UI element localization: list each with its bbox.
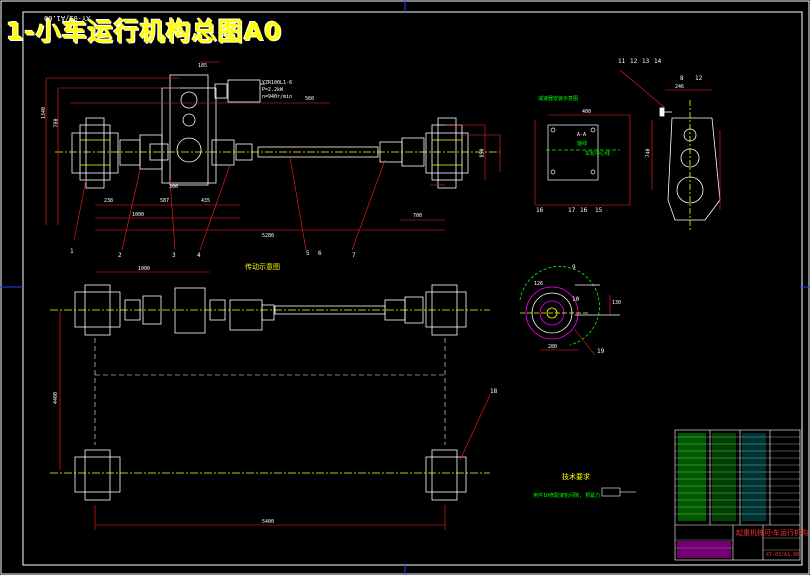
reducer-plan-dims: [534, 114, 631, 206]
part-num-16: 16: [536, 207, 544, 214]
title-block-fill: [677, 433, 766, 558]
tech-req-note: 用件10修配滚轮间隙, 预紧力: [533, 493, 601, 499]
part-num-2: 2: [118, 252, 122, 259]
dim-780: 780: [53, 118, 60, 128]
transmission-schematic: [50, 284, 490, 336]
wheel-centerline-note: 车轮中心线: [585, 151, 611, 157]
dim-238: 238: [104, 198, 114, 204]
part-num-5: 5: [306, 250, 310, 257]
bottom-dim: [94, 394, 491, 530]
tech-req-symbol: [601, 487, 636, 497]
dim-4400: 4400: [53, 391, 60, 405]
dim-185: 185: [198, 63, 208, 69]
title-block-company: 起重机械厂: [736, 529, 771, 537]
part-num-4: 4: [197, 252, 201, 259]
part-num-8: 8: [680, 75, 684, 82]
dim-400: 400: [582, 109, 592, 115]
part-num-6: 6: [318, 250, 322, 257]
part-num-13: 13: [642, 58, 650, 65]
dim-740: 740: [645, 148, 652, 158]
schematic-dim: [59, 271, 210, 470]
dim-560: 560: [305, 96, 315, 102]
title-block-drawing-name: 小车运行机构: [766, 529, 808, 537]
dim-850: 850: [479, 148, 486, 158]
part-num-7: 7: [352, 252, 356, 259]
wheel-detail-view: [519, 266, 620, 346]
part-num-14: 14: [654, 58, 662, 65]
dim-1000: 1000: [132, 212, 145, 218]
drive-train-elevation: [55, 74, 500, 189]
trolley-frame-outline: [94, 338, 446, 445]
part-num-18: 18: [490, 388, 498, 395]
axis-note: 轴线: [577, 141, 588, 147]
drawing-title: 1-小车运行机构总图A0: [6, 17, 283, 46]
stamp-code: XY-03/A1.00: [44, 14, 91, 22]
dim-700: 700: [413, 213, 423, 219]
dim-130: 130: [612, 300, 622, 306]
motor-label-power: P=2.2kW: [262, 87, 284, 93]
dim-1340: 1340: [41, 106, 48, 120]
part-num-16b: 16: [580, 207, 588, 214]
section-a-label: A-A: [577, 132, 587, 138]
part-num-17: 17: [568, 207, 576, 214]
dim-280: 280: [548, 344, 558, 350]
dim-1000-b: 1000: [138, 266, 151, 272]
title-block: [674, 429, 801, 561]
dim-587: 587: [160, 198, 170, 204]
drawing-border-inner: [22, 11, 803, 566]
part-num-15: 15: [595, 207, 603, 214]
reducer-side-dims: [619, 69, 721, 210]
tech-req-title: 技术要求: [562, 473, 590, 481]
reducer-side-view: [659, 100, 721, 230]
wheel-detail-dims: [540, 295, 611, 356]
part-num-1: 1: [70, 248, 74, 255]
bottom-wheels: [50, 449, 490, 501]
part-num-11: 11: [618, 58, 626, 65]
dim-5400: 5400: [262, 519, 275, 525]
dimension-lines-top: [45, 61, 501, 251]
reducer-plan-view: [546, 124, 620, 181]
motor-label-model: YZR100L1-6: [262, 80, 293, 86]
part-num-3: 3: [172, 252, 176, 259]
part-num-10: 10: [572, 296, 580, 303]
dim-435: 435: [201, 198, 211, 204]
transmission-label: 传动示意图: [245, 263, 280, 271]
title-block-code: XY-03/A1.00: [766, 552, 800, 558]
part-num-9: 9: [572, 264, 576, 271]
dim-5280: 5280: [262, 233, 275, 239]
part-num-12: 12: [630, 58, 638, 65]
motor-label-speed: n=940r/min: [262, 94, 293, 100]
dim-126: 126: [534, 281, 544, 287]
part-num-19: 19: [597, 348, 605, 355]
reducer-plan-title: 减速器安装示意图: [538, 96, 579, 102]
dim-300: 300: [169, 184, 179, 190]
title-block-rows: [675, 436, 800, 551]
part-num-12b: 12: [695, 75, 703, 82]
dim-246: 246: [675, 84, 685, 90]
